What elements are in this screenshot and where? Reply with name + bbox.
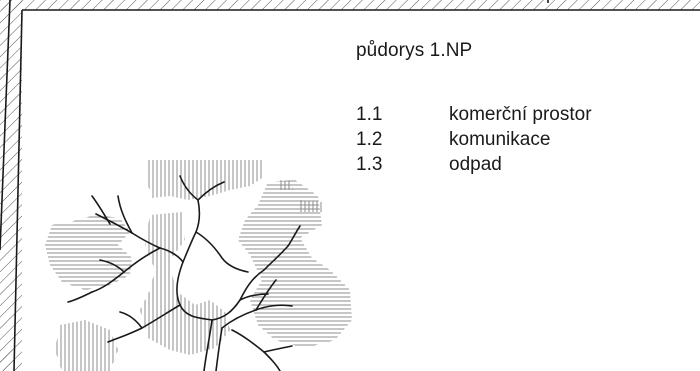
legend-number: 1.1 (356, 104, 383, 125)
legend-label: komunikace (449, 129, 551, 150)
plan-title: půdorys 1.NP (356, 40, 473, 61)
legend-row: 1.1 komerční prostor (356, 102, 592, 127)
legend-number: 1.3 (356, 154, 383, 175)
legend-label: komerční prostor (449, 104, 592, 125)
legend-number: 1.2 (356, 129, 383, 150)
legend-row: 1.2 komunikace (356, 127, 592, 152)
legend-label: odpad (449, 154, 502, 175)
legend-row: 1.3 odpad (356, 152, 592, 177)
tree-foliage (45, 160, 352, 371)
tree-branches (67, 175, 301, 371)
room-legend: 1.1 komerční prostor 1.2 komunikace 1.3 odp… (356, 102, 592, 177)
